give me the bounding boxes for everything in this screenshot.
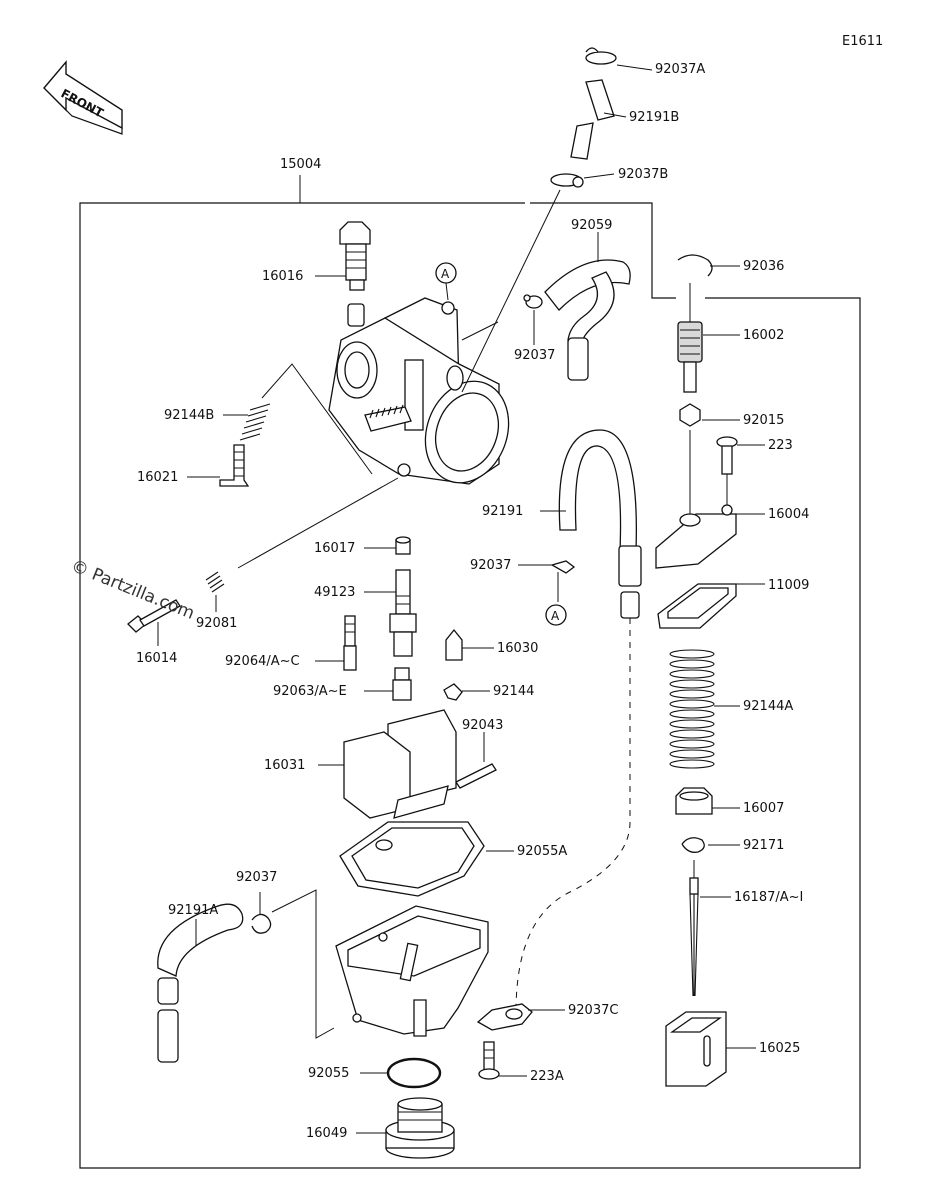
- hose-92191A: [157, 903, 244, 1063]
- hose-92191B: [570, 79, 615, 160]
- needle-92064: [343, 615, 357, 671]
- valve-16030: [445, 628, 463, 661]
- plug-16049: [385, 1097, 455, 1159]
- adjuster-16002: [677, 283, 703, 393]
- label-92015: 92015: [743, 413, 784, 428]
- label-16187: 16187/A~I: [734, 890, 803, 905]
- jet-16017: [395, 536, 411, 555]
- jet-92063: [392, 667, 412, 701]
- label-92055A: 92055A: [517, 844, 567, 859]
- needle-jet-49123: [389, 569, 417, 657]
- label-16031: 16031: [264, 758, 305, 773]
- screw-223: [716, 436, 738, 475]
- label-92064: 92064/A~C: [225, 654, 300, 669]
- drain-path: [515, 618, 631, 1013]
- clip-92037-upper: [523, 294, 543, 309]
- label-16049: 16049: [306, 1126, 347, 1141]
- label-16004: 16004: [768, 507, 809, 522]
- spring-92144A: [669, 649, 715, 769]
- clip-92144: [443, 683, 463, 701]
- needle-16187: [689, 860, 699, 997]
- holder-16007: [675, 787, 713, 815]
- label-16002: 16002: [743, 328, 784, 343]
- label-92059: 92059: [571, 218, 612, 233]
- assembly-frame: [79, 202, 861, 1169]
- carburetor-body: [328, 297, 510, 485]
- screw-16021: [219, 444, 250, 487]
- spring-92081: [205, 571, 225, 593]
- label-92037B: 92037B: [618, 167, 668, 182]
- label-92037-middle: 92037: [470, 558, 511, 573]
- screw-223A: [478, 1041, 500, 1080]
- label-92144: 92144: [493, 684, 534, 699]
- float-bowl: [335, 905, 489, 1037]
- label-92144A: 92144A: [743, 699, 793, 714]
- screw-16016: [339, 221, 371, 327]
- clip-92037A: [585, 47, 617, 65]
- clip-92036: [677, 254, 713, 277]
- clip-92037-lower: [251, 913, 272, 934]
- label-92144B: 92144B: [164, 408, 214, 423]
- float-16031: [343, 709, 457, 819]
- cover-16004: [655, 430, 737, 569]
- label-16030: 16030: [497, 641, 538, 656]
- clip-92037-middle: [550, 560, 576, 574]
- label-92191A: 92191A: [168, 903, 218, 918]
- label-92037C: 92037C: [568, 1003, 618, 1018]
- clip-92037B: [550, 173, 584, 188]
- label-A-top: A: [441, 267, 450, 281]
- label-92063: 92063/A~E: [273, 684, 347, 699]
- diagram-code: E1611: [842, 34, 883, 49]
- label-223: 223: [768, 438, 793, 453]
- label-15004: 15004: [280, 157, 321, 172]
- front-arrow-icon: FRONT: [43, 60, 123, 135]
- label-92043: 92043: [462, 718, 503, 733]
- screw-16014: [127, 599, 181, 633]
- label-16021: 16021: [137, 470, 178, 485]
- gasket-11009: [657, 583, 737, 629]
- label-92055: 92055: [308, 1066, 349, 1081]
- label-16017: 16017: [314, 541, 355, 556]
- label-92081: 92081: [196, 616, 237, 631]
- label-49123: 49123: [314, 585, 355, 600]
- pin-92043: [455, 763, 497, 789]
- spring-92144B: [239, 403, 271, 441]
- label-92036: 92036: [743, 259, 784, 274]
- hose-92191: [558, 429, 642, 619]
- label-16014: 16014: [136, 651, 177, 666]
- hose-92059: [544, 259, 631, 381]
- label-16025: 16025: [759, 1041, 800, 1056]
- nut-92015: [679, 403, 701, 427]
- clip-92037C: [476, 1003, 533, 1031]
- oring-92055: [386, 1057, 442, 1089]
- label-92037-lower: 92037: [236, 870, 277, 885]
- label-92171: 92171: [743, 838, 784, 853]
- label-92191: 92191: [482, 504, 523, 519]
- clip-92171: [681, 837, 705, 853]
- watermark: © Partzilla.com: [68, 556, 197, 624]
- holder-16025: [665, 1011, 727, 1087]
- label-A-middle: A: [551, 609, 560, 623]
- label-16016: 16016: [262, 269, 303, 284]
- label-92037-upper: 92037: [514, 348, 555, 363]
- label-223A: 223A: [530, 1069, 564, 1084]
- ref-A-middle: [545, 604, 567, 626]
- gasket-92055A: [339, 821, 485, 897]
- label-11009: 11009: [768, 578, 809, 593]
- label-92191B: 92191B: [629, 110, 679, 125]
- label-92037A: 92037A: [655, 62, 705, 77]
- label-16007: 16007: [743, 801, 784, 816]
